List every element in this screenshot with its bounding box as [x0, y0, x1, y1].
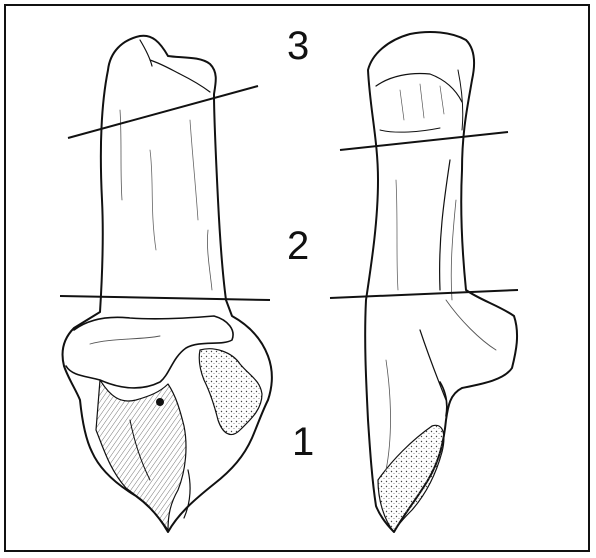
section-line-lower-left — [60, 296, 270, 300]
zone-label-2: 2 — [287, 226, 309, 266]
zone-label-1: 1 — [292, 422, 314, 462]
zone-label-3: 3 — [287, 26, 309, 66]
section-line-upper-right — [340, 132, 508, 150]
section-line-lower-right — [330, 290, 518, 298]
right-bone-view — [365, 32, 517, 532]
section-line-upper-left — [68, 86, 258, 138]
